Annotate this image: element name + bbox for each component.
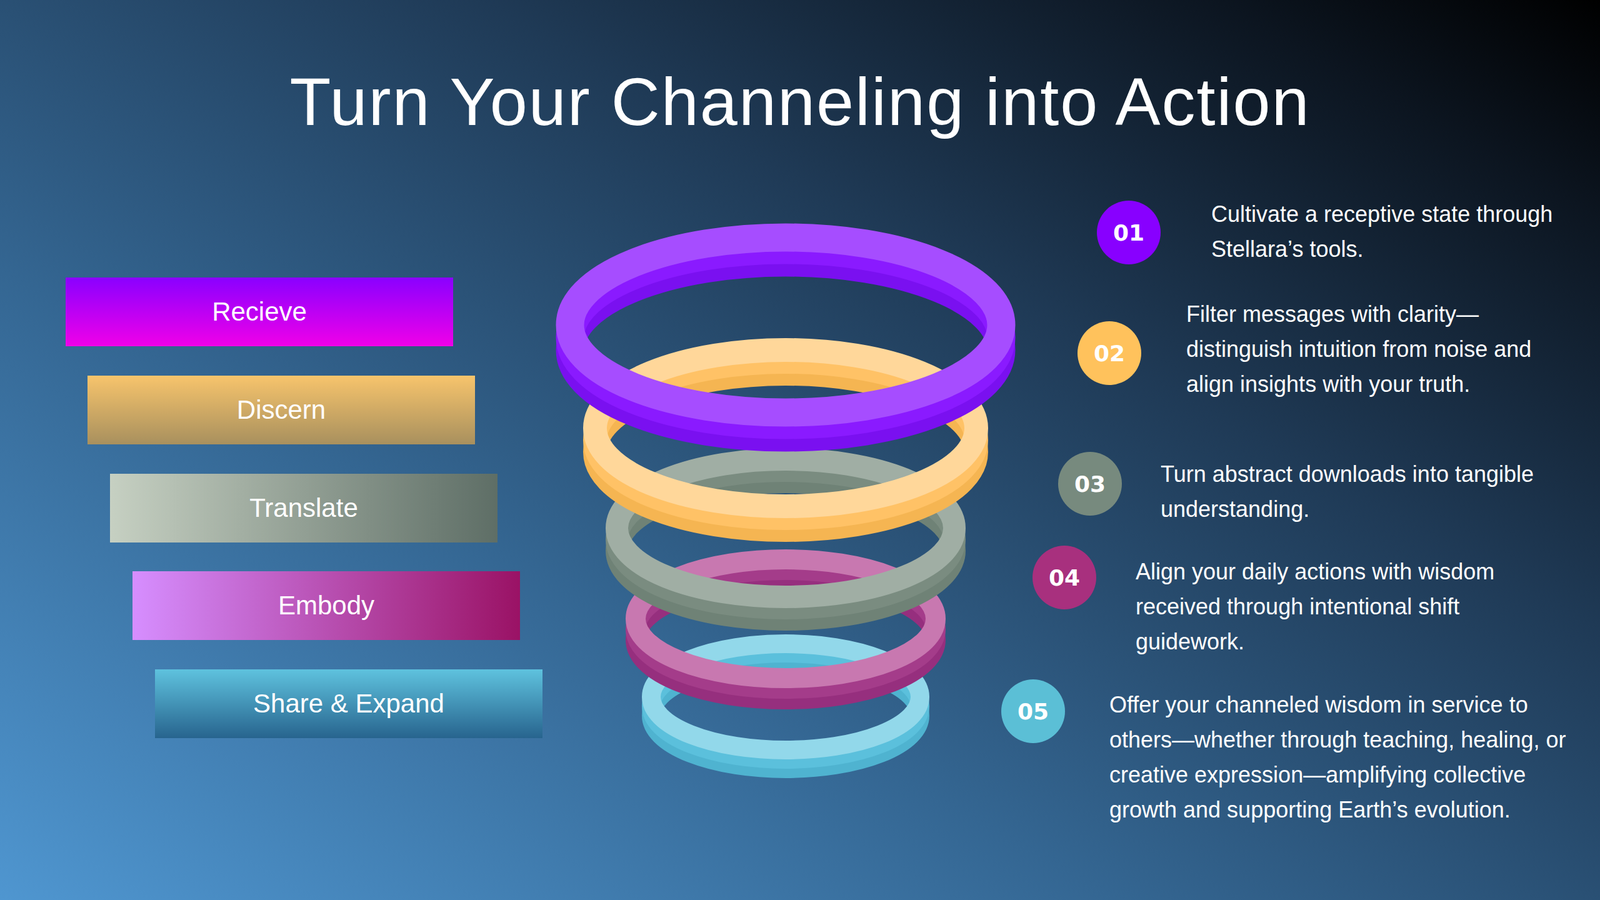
stage-label: Translate	[249, 493, 359, 524]
stage-label: Share & Expand	[253, 688, 445, 719]
callout-number: 04	[1048, 565, 1080, 591]
callout-number: 03	[1074, 471, 1106, 497]
stage-bar: Translate	[110, 473, 498, 543]
step-number-circle: 01	[1096, 200, 1161, 265]
step-description: Turn abstract downloads into tangible un…	[1160, 456, 1561, 527]
step-description: Filter messages with clarity—distinguish…	[1186, 296, 1562, 402]
step-description: Align your daily actions with wisdom rec…	[1135, 554, 1567, 660]
callout-number: 01	[1113, 220, 1145, 246]
step-number-circle: 03	[1058, 451, 1122, 516]
callout-number: 05	[1017, 698, 1049, 725]
stage-bar: Embody	[132, 571, 520, 640]
stage-label: Recieve	[211, 296, 307, 327]
callout-number: 02	[1093, 340, 1125, 367]
step-number-circle: 04	[1032, 545, 1097, 610]
stage-label: Discern	[236, 395, 326, 425]
step-number-circle: 05	[1001, 679, 1065, 744]
stage-bar: Share & Expand	[155, 669, 543, 739]
step-description: Cultivate a receptive state through Stel…	[1211, 196, 1562, 267]
stage-bar: Recieve	[65, 277, 454, 347]
step-description: Offer your channeled wisdom in service t…	[1109, 687, 1572, 828]
diagram-title: Turn Your Channeling into Action	[0, 62, 1600, 141]
stage-bar: Discern	[87, 375, 475, 445]
stage-label: Embody	[278, 590, 375, 621]
step-number-circle: 02	[1077, 321, 1142, 385]
